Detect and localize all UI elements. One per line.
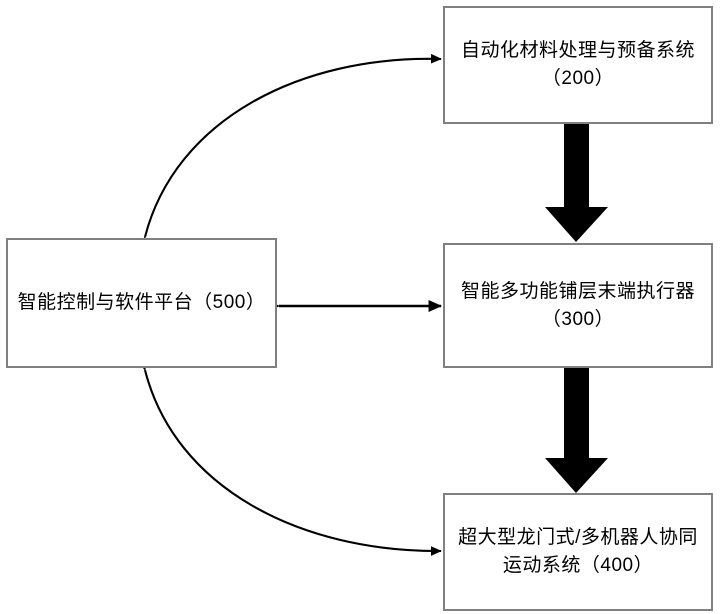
node-300-label: 智能多功能铺层末端执行器 （300） xyxy=(460,280,695,330)
node-200-label: 自动化材料处理与预备系统 （200） xyxy=(460,40,695,89)
curve-platform-to-material-system xyxy=(137,53,442,248)
node-500-label: 智能控制与软件平台（500） xyxy=(17,292,266,314)
node-automated-material-handling-system[interactable]: 自动化材料处理与预备系统 （200） xyxy=(443,6,713,124)
block-arrow-material-to-end-effector xyxy=(545,122,608,242)
node-intelligent-layup-end-effector[interactable]: 智能多功能铺层末端执行器 （300） xyxy=(443,243,713,368)
curve-platform-to-motion-system xyxy=(137,359,442,556)
node-intelligent-control-software-platform[interactable]: 智能控制与软件平台（500） xyxy=(6,238,277,368)
block-arrow-end-effector-to-motion xyxy=(545,366,608,493)
node-gantry-multi-robot-motion-system[interactable]: 超大型龙门式/多机器人协同 运动系统（400） xyxy=(443,493,713,611)
node-400-label: 超大型龙门式/多机器人协同 运动系统（400） xyxy=(458,527,698,576)
